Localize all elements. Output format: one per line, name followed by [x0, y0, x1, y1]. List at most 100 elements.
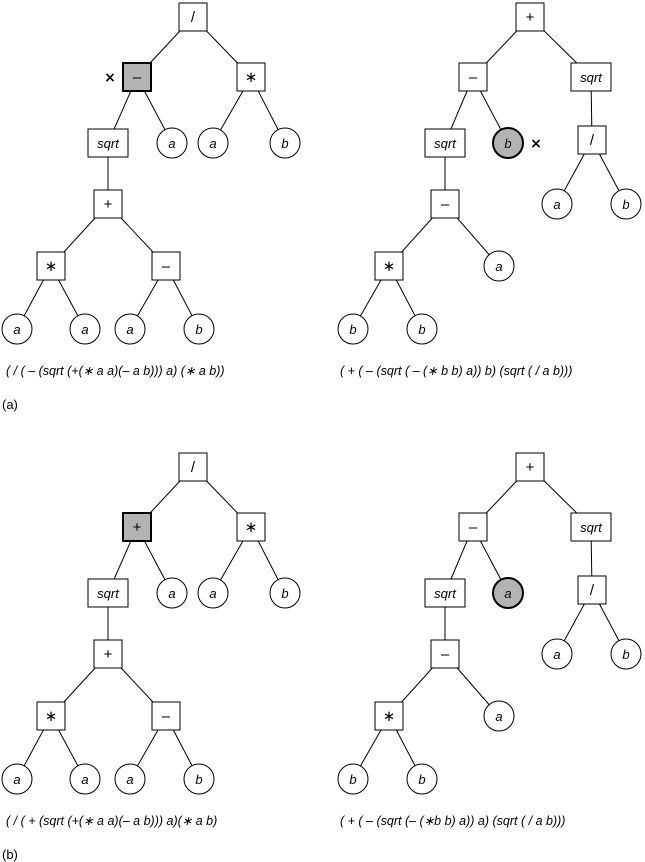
node-label: + [133, 519, 142, 536]
node-label: ∗ [245, 519, 258, 536]
operator-box [430, 189, 460, 219]
operator-node-minus2: – [430, 639, 460, 669]
operator-node-mul: ∗ [236, 512, 266, 542]
leaf-circle [156, 127, 188, 159]
leaf-node-b1: b [269, 127, 301, 159]
operator-node-sqrt: sqrt [424, 128, 466, 158]
leaf-circle [610, 188, 642, 220]
leaf-node-b4: b [406, 763, 438, 795]
node-label: a [126, 772, 133, 787]
node-label: sqrt [434, 136, 457, 151]
expression-b-left: ( / ( + (sqrt (+(∗ a a)(– a b))) a)(∗ a … [6, 814, 217, 828]
operator-box [374, 251, 404, 281]
node-label: ∗ [383, 258, 396, 275]
operator-box [151, 701, 181, 731]
node-label: / [590, 582, 595, 599]
operator-box [236, 62, 266, 92]
leaf-node-a2: a [483, 250, 515, 282]
operator-node-plus: + [93, 189, 123, 219]
operator-node-sqrt: sqrt [424, 578, 466, 608]
operator-box [36, 251, 66, 281]
operator-box [93, 639, 123, 669]
leaf-node-b2: b [183, 313, 215, 345]
leaf-circle [483, 250, 515, 282]
node-label: – [162, 708, 171, 725]
operator-node-minus2: – [151, 701, 181, 731]
operator-node-div: / [178, 452, 208, 482]
expression-a-left: ( / ( – (sqrt (+(∗ a a)(– a b))) a) (∗ a… [6, 364, 225, 378]
panel-label-b: (b) [2, 847, 18, 862]
node-label: – [469, 69, 478, 86]
node-label: sqrt [97, 136, 120, 151]
leaf-node-b3: b [337, 313, 369, 345]
node-label: a [495, 709, 502, 724]
operator-box [570, 512, 612, 542]
leaf-circle [337, 313, 369, 345]
operator-box [122, 62, 152, 92]
operator-node-mul: ∗ [236, 62, 266, 92]
leaf-node-a4: a [69, 313, 101, 345]
operator-box [93, 189, 123, 219]
node-label: a [209, 586, 216, 601]
operator-node-div: / [178, 2, 208, 32]
node-label: – [162, 258, 171, 275]
operator-box [122, 512, 152, 542]
node-label: / [590, 132, 595, 149]
node-label: b [281, 586, 288, 601]
operator-box [36, 701, 66, 731]
node-label: b [195, 772, 202, 787]
leaf-node-b2: b [610, 188, 642, 220]
leaf-circle [337, 763, 369, 795]
operator-box [236, 512, 266, 542]
operator-box [424, 578, 466, 608]
operator-box [178, 452, 208, 482]
operator-node-plus: + [515, 2, 545, 32]
leaf-circle [269, 127, 301, 159]
node-label: sqrt [580, 70, 603, 85]
node-label: sqrt [434, 586, 457, 601]
node-label: ∗ [45, 258, 58, 275]
node-label: – [133, 69, 142, 86]
operator-box [151, 251, 181, 281]
node-label: – [441, 196, 450, 213]
operator-node-minus: – [122, 62, 152, 92]
operator-node-plus0: + [122, 512, 152, 542]
leaf-node-a4: a [69, 763, 101, 795]
node-label: ∗ [245, 69, 258, 86]
node-label: a [168, 586, 175, 601]
operator-node-plus: + [93, 639, 123, 669]
operator-box [178, 2, 208, 32]
leaf-node-b1: b [269, 577, 301, 609]
node-label: sqrt [97, 586, 120, 601]
node-label: / [191, 459, 196, 476]
leaf-node-a1: a [541, 188, 573, 220]
node-label: a [168, 136, 175, 151]
leaf-circle [269, 577, 301, 609]
operator-node-minus: – [458, 62, 488, 92]
leaf-node-a2: a [197, 577, 229, 609]
node-label: a [126, 322, 133, 337]
leaf-circle [114, 313, 146, 345]
leaf-circle [541, 638, 573, 670]
node-label: a [209, 136, 216, 151]
leaf-node-a1: a [156, 577, 188, 609]
node-label: a [553, 197, 560, 212]
operator-node-minus: – [458, 512, 488, 542]
operator-node-mul: ∗ [374, 251, 404, 281]
node-label: b [349, 772, 356, 787]
leaf-circle [541, 188, 573, 220]
node-label: ∗ [383, 708, 396, 725]
leaf-circle [69, 313, 101, 345]
operator-node-sqrt2: sqrt [570, 512, 612, 542]
leaf-node-b2: b [610, 638, 642, 670]
operator-box [577, 125, 607, 155]
node-label: – [469, 519, 478, 536]
operator-box [87, 578, 129, 608]
leaf-node-a3: a [1, 313, 33, 345]
leaf-circle [406, 763, 438, 795]
leaf-node-a2: a [483, 700, 515, 732]
